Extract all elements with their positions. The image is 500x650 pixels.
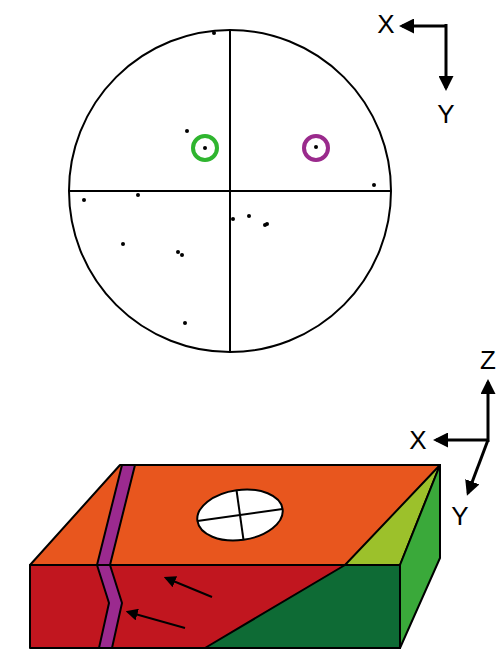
- axis-label: Y: [451, 503, 468, 529]
- pole-dot: [180, 253, 184, 257]
- green-pole-marker: [193, 136, 217, 160]
- pole-dot: [314, 145, 318, 149]
- block-diagram: [30, 465, 440, 648]
- axes-top: [402, 24, 446, 88]
- pole-dot: [231, 217, 235, 221]
- pole-dot: [372, 183, 376, 187]
- pole-dot: [203, 146, 207, 150]
- pole-dot: [136, 193, 140, 197]
- stereonet: [69, 30, 391, 352]
- pole-dot: [185, 129, 189, 133]
- axis-label: X: [409, 427, 426, 453]
- pole-dot: [121, 242, 125, 246]
- axis-label: Z: [480, 347, 496, 373]
- axis-label: X: [377, 11, 394, 37]
- pole-dot: [82, 198, 86, 202]
- axis-label: Y: [437, 101, 454, 127]
- axes-bottom: [436, 382, 489, 493]
- pole-dot: [176, 250, 180, 254]
- pole-dot: [212, 31, 216, 35]
- pole-dot: [265, 222, 269, 226]
- purple-pole-marker: [304, 136, 328, 160]
- pole-dot: [183, 321, 187, 325]
- pole-dot: [247, 214, 251, 218]
